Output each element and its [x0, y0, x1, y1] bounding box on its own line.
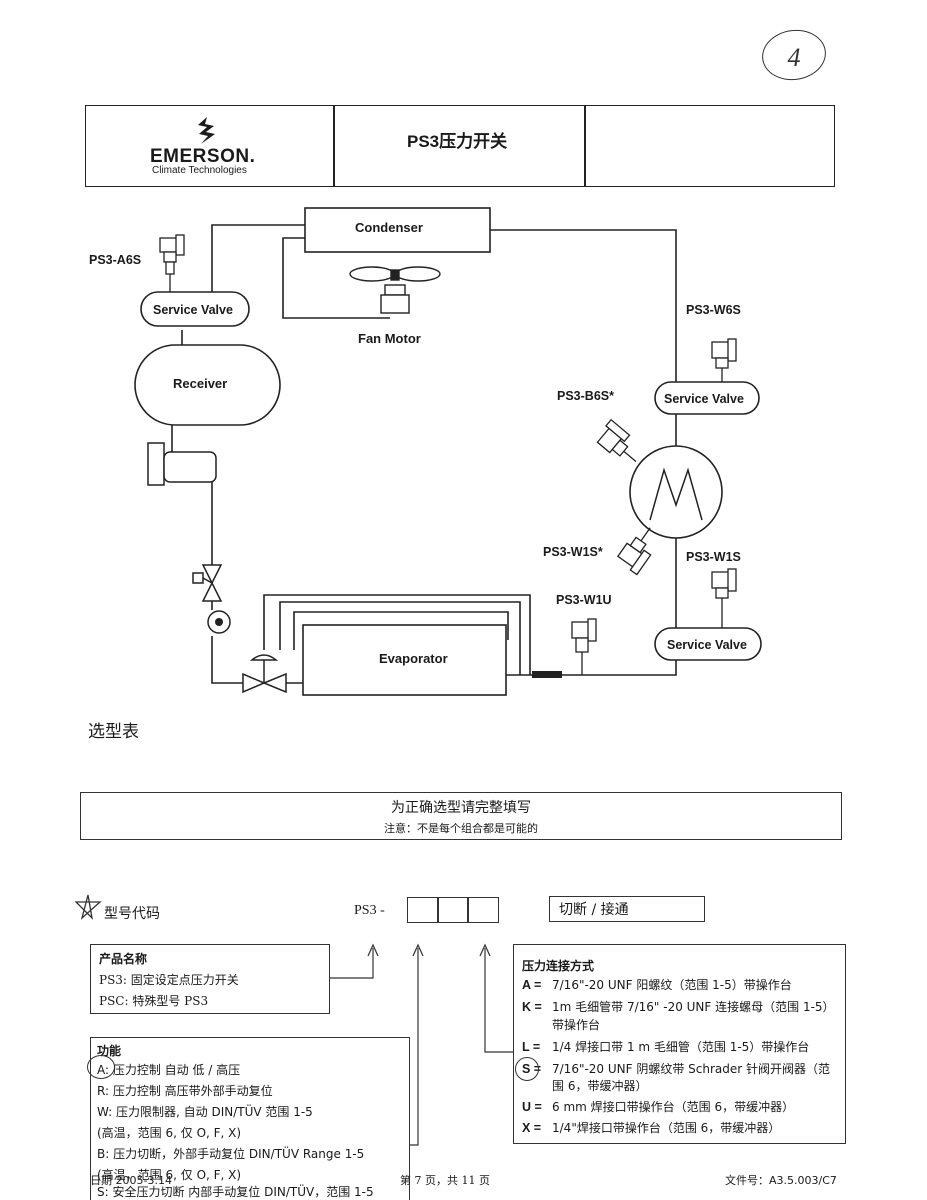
- pressure-switch-w6s-icon: [711, 338, 737, 382]
- pressure-switch-w1s-icon: [711, 568, 737, 628]
- ps3-a6s-label: PS3-A6S: [89, 253, 141, 267]
- capillary-icon: [532, 671, 562, 678]
- code-box-product: [407, 897, 439, 923]
- function-row: (高温，范围 6, 仅 O, F, X): [97, 1168, 242, 1182]
- connection-text: 1/4"焊接口带操作台（范围 6，带缓冲器）: [552, 1121, 781, 1135]
- function-row: A: 压力控制 自动 低 / 高压: [97, 1063, 241, 1077]
- header-table: [85, 105, 835, 187]
- ps3-w1s-star-label: PS3-W1S*: [543, 545, 603, 559]
- code-box-connection: [467, 897, 499, 923]
- connection-code: K =: [522, 1000, 542, 1014]
- connection-code: U =: [522, 1100, 542, 1114]
- note-line-2: 注意：不是每个组合都是可能的: [384, 822, 538, 835]
- ps3-b6s-label: PS3-B6S*: [557, 389, 614, 403]
- header-divider: [333, 105, 335, 187]
- connection-code: L =: [522, 1040, 541, 1054]
- function-row: S: 安全压力切断 内部手动复位 DIN/TÜV，范围 1-5: [97, 1185, 374, 1199]
- connection-text: 1/4 焊接口带 1 m 毛细管（范围 1-5）带操作台: [552, 1040, 810, 1054]
- sight-glass-icon: [207, 610, 231, 634]
- handwritten-circle-a: [87, 1055, 115, 1079]
- code-box-function: [437, 897, 469, 923]
- connection-text: 6 mm 焊接口带操作台（范围 6，带缓冲器）: [552, 1100, 795, 1114]
- function-row: B: 压力切断，外部手动复位 DIN/TÜV Range 1-5: [97, 1147, 365, 1161]
- cut-in-out-box: 切断 / 接通: [549, 896, 705, 922]
- connection-text: 带操作台: [552, 1018, 601, 1032]
- filter-drier-icon: [147, 442, 217, 486]
- footer-date: 日期 2005-3.14: [90, 1174, 172, 1187]
- page-number: 4: [787, 43, 801, 72]
- selection-note-box: 为正确选型请完整填写 注意：不是每个组合都是可能的: [80, 792, 842, 840]
- emerson-logo-icon: [198, 117, 215, 144]
- brand-subtitle: Climate Technologies: [152, 165, 247, 176]
- fan-motor-label: Fan Motor: [358, 331, 421, 346]
- fan-motor-icon: [380, 284, 410, 314]
- pressure-switch-a6s-icon: [159, 234, 185, 292]
- compressor-icon: [629, 445, 723, 539]
- connection-text: 1m 毛细管带 7/16" -20 UNF 连接螺母（范围 1-5）: [552, 1000, 835, 1014]
- service-valve-a6s: Service Valve: [140, 291, 250, 327]
- condenser: [304, 207, 491, 253]
- fan-icon: [349, 266, 441, 282]
- ps3-w1u-label: PS3-W1U: [556, 593, 612, 607]
- receiver-label: Receiver: [173, 376, 227, 391]
- function-row: W: 压力限制器, 自动 DIN/TÜV 范围 1-5: [97, 1105, 313, 1119]
- model-code-label: 型号代码: [104, 906, 160, 922]
- condenser-label: Condenser: [355, 220, 423, 235]
- svg-text:Service Valve: Service Valve: [153, 303, 233, 317]
- connection-text: 7/16"-20 UNF 阳螺纹（范围 1-5）带操作台: [552, 978, 792, 992]
- document-title: PS3压力开关: [407, 132, 508, 151]
- evaporator: [302, 624, 507, 696]
- svg-text:Service Valve: Service Valve: [667, 638, 747, 652]
- function-row: R: 压力控制 高压带外部手动复位: [97, 1084, 273, 1098]
- model-code-prefix: PS3 -: [354, 903, 385, 918]
- connection-text: 围 6，带缓冲器）: [552, 1079, 648, 1093]
- expansion-valve-icon: [242, 654, 287, 694]
- pressure-switch-b6s-icon: [596, 418, 637, 463]
- selection-heading: 选型表: [88, 722, 139, 742]
- note-line-1: 为正确选型请完整填写: [391, 800, 531, 816]
- connection-code: X =: [522, 1121, 542, 1135]
- product-row: PS3: 固定设定点压力开关: [99, 973, 239, 987]
- brand-name: EMERSON.: [150, 146, 256, 167]
- svg-text:Service Valve: Service Valve: [664, 392, 744, 406]
- connection-title: 压力连接方式: [522, 959, 595, 973]
- evaporator-label: Evaporator: [379, 651, 448, 666]
- ps3-w6s-label: PS3-W6S: [686, 303, 741, 317]
- function-title: 功能: [97, 1044, 122, 1058]
- connection-text: 7/16"-20 UNF 阴螺纹带 Schrader 针阀开阀器（范: [552, 1062, 831, 1076]
- refrigeration-diagram: Condenser Fan Motor Receiver Evaporator: [89, 207, 762, 696]
- product-row: PSC: 特殊型号 PS3: [99, 994, 209, 1008]
- footer-page: 第 7 页，共 11 页: [400, 1174, 490, 1187]
- connection-panel: 压力连接方式 A = 7/16"-20 UNF 阳螺纹（范围 1-5）带操作台 …: [513, 944, 846, 1144]
- product-name-title: 产品名称: [99, 952, 148, 966]
- solenoid-valve-icon: [192, 564, 223, 602]
- connection-code: A =: [522, 978, 542, 992]
- pressure-switch-w1s-star-icon: [616, 527, 652, 576]
- ps3-w1s-label: PS3-W1S: [686, 550, 741, 564]
- header-divider: [584, 105, 586, 187]
- product-name-panel: 产品名称 PS3: 固定设定点压力开关 PSC: 特殊型号 PS3: [90, 944, 330, 1014]
- handwritten-star-icon: [74, 894, 102, 920]
- receiver: [134, 344, 281, 426]
- pressure-switch-w1u-icon: [571, 618, 597, 675]
- function-row: (高温，范围 6, 仅 O, F, X): [97, 1126, 242, 1140]
- service-valve-w6s: Service Valve: [654, 381, 760, 415]
- function-panel: 功能 A: 压力控制 自动 低 / 高压 R: 压力控制 高压带外部手动复位 W…: [90, 1037, 410, 1200]
- service-valve-w1s: Service Valve: [654, 627, 762, 661]
- footer-doc-number: 文件号：A3.5.003/C7: [725, 1174, 837, 1187]
- handwritten-circle-s: [515, 1057, 539, 1081]
